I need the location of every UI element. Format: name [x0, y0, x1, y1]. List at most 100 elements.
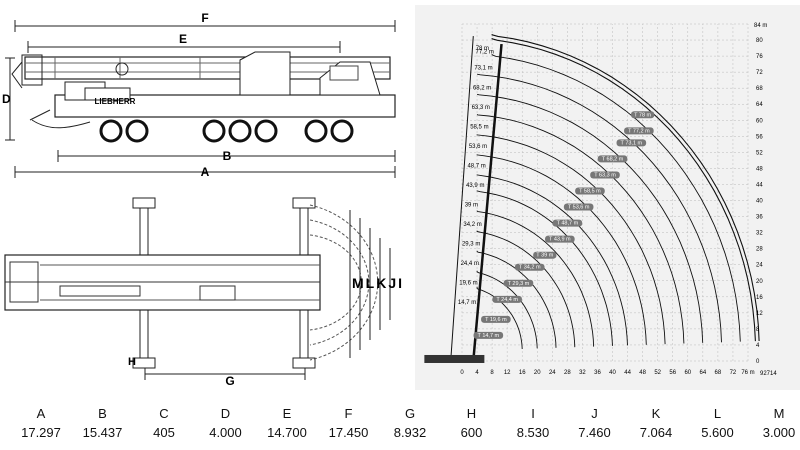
- x-tick-label: 40: [609, 370, 616, 376]
- y-tick-label: 20: [756, 279, 763, 285]
- dimension-letter: K: [651, 406, 661, 421]
- dimension-letter: L: [713, 406, 722, 421]
- dimension-letter: C: [159, 406, 169, 421]
- x-tick-label: 64: [699, 370, 706, 376]
- svg-text:T 34,2 m: T 34,2 m: [519, 265, 541, 271]
- dimension-value: 405: [153, 425, 175, 440]
- curve-labels: T 78 mT 77,2 mT 73,1 mT 68,2 mT 63,3 mT …: [473, 111, 655, 339]
- side-view-drawing: F E D C: [2, 11, 396, 179]
- boom-length-labels: 78 m77,2 m73,1 m68,2 m63,3 m58,5 m53,6 m…: [458, 46, 494, 306]
- x-tick-label: 48: [639, 370, 646, 376]
- dimension-value: 17.450: [328, 425, 369, 440]
- dimension-column-k: K 7.064: [625, 405, 687, 443]
- x-tick-label: 4: [475, 370, 479, 376]
- crane-side-view: F E D C: [0, 0, 410, 185]
- working-range-svg: 84 m807672686460565248444036322824201612…: [424, 23, 777, 377]
- dimension-column-l: L 5.600: [687, 405, 749, 443]
- x-tick-label: 44: [624, 370, 631, 376]
- top-view-drawing: MLKJI H G: [4, 197, 402, 388]
- curve-label: T 14,7 m: [473, 331, 504, 339]
- dimension-letter: F: [344, 406, 353, 421]
- dimension-letter: G: [404, 406, 416, 421]
- range-curve: [476, 93, 704, 343]
- dimension-value: 7.460: [578, 425, 611, 440]
- carrier-silhouette: [424, 354, 485, 363]
- dim-label-a: A: [201, 165, 210, 179]
- dimension-column-j: J 7.460: [564, 405, 626, 443]
- y-tick-label: 32: [756, 231, 763, 237]
- dimension-letter: J: [591, 406, 598, 421]
- y-tick-label: 24: [756, 263, 763, 269]
- wheel: [254, 119, 278, 143]
- dimension-value: 7.064: [639, 425, 673, 440]
- x-tick-label: 56: [669, 370, 676, 376]
- range-curve: [491, 38, 756, 342]
- dim-label-g: G: [225, 374, 234, 388]
- dim-label-b: B: [223, 149, 232, 163]
- wheel: [228, 119, 252, 143]
- dimension-value: 15.437: [82, 425, 123, 440]
- dimension-letter: E: [282, 406, 292, 421]
- svg-text:T 77,2 m: T 77,2 m: [628, 128, 650, 134]
- svg-text:T 58,5 m: T 58,5 m: [579, 189, 601, 195]
- curve-label: T 43,9 m: [545, 235, 575, 243]
- dimension-value: 5.600: [701, 425, 734, 440]
- slewing-radius-arcs: [309, 204, 379, 361]
- brand-logo: LIEBHERR: [95, 97, 136, 106]
- x-tick-label: 28: [564, 370, 571, 376]
- boom-length-label: 78 m: [476, 46, 489, 52]
- x-tick-label: 32: [579, 370, 586, 376]
- dimension-letter: A: [36, 406, 46, 421]
- telescopic-boom: [11, 54, 391, 89]
- range-curve: [491, 54, 741, 342]
- range-curve: [476, 154, 647, 345]
- y-tick-label: 36: [756, 215, 763, 221]
- range-curve: [476, 210, 595, 347]
- wheel: [202, 119, 226, 143]
- y-tick-label: 28: [756, 247, 763, 253]
- x-tick-label: 52: [654, 370, 661, 376]
- boom-length-label: 68,2 m: [473, 85, 491, 91]
- y-tick-label: 48: [756, 166, 763, 172]
- dim-label-d: D: [2, 92, 11, 106]
- boom-length-label: 53,6 m: [469, 144, 487, 150]
- wheel: [99, 119, 123, 143]
- range-curve: [476, 250, 557, 348]
- x-tick-label: 20: [534, 370, 541, 376]
- y-tick-label: 12: [756, 311, 763, 317]
- svg-text:T 39 m: T 39 m: [536, 253, 553, 259]
- boom-length-label: 63,3 m: [472, 105, 490, 111]
- dimension-value: 4.000: [209, 425, 242, 440]
- x-tick-label: 12: [504, 370, 511, 376]
- curve-group: [476, 34, 760, 350]
- curve-label: T 78 m: [631, 111, 655, 119]
- range-curve: [476, 113, 685, 344]
- y-tick-label: 16: [756, 295, 763, 301]
- carrier-chassis: [29, 51, 396, 129]
- boom-length-label: 77,2 m: [475, 49, 493, 55]
- range-curve: [476, 230, 576, 348]
- y-tick-label: 56: [756, 134, 763, 140]
- range-curve: [476, 286, 523, 350]
- x-tick-label: 72: [730, 370, 737, 376]
- curve-label: T 63,3 m: [590, 171, 620, 179]
- curve-label: T 73,1 m: [616, 139, 647, 147]
- svg-text:T 53,6 m: T 53,6 m: [568, 205, 590, 211]
- boom-length-label: 34,2 m: [463, 222, 481, 228]
- dimension-letter: M: [773, 406, 785, 421]
- dimension-value: 17.297: [21, 425, 61, 440]
- x-tick-label: 68: [715, 370, 722, 376]
- boom-length-label: 73,1 m: [474, 66, 492, 72]
- dimension-letter: B: [98, 406, 107, 421]
- wheel: [125, 119, 149, 143]
- svg-text:T 19,6 m: T 19,6 m: [485, 317, 507, 323]
- curve-label: T 34,2 m: [514, 263, 545, 271]
